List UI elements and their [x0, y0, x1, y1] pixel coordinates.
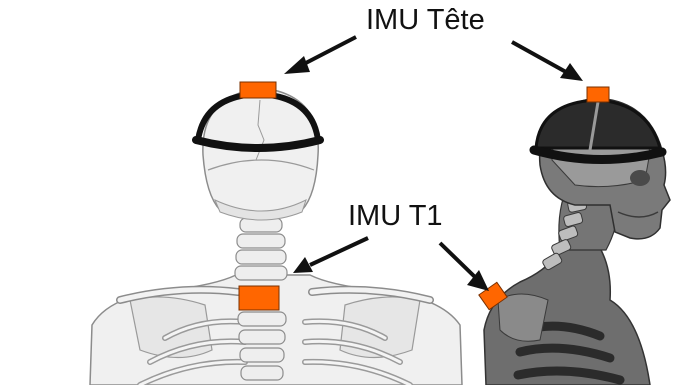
- arrow-to-head-lateral: [512, 42, 583, 81]
- lateral-profile-view: [484, 98, 670, 385]
- imu-head-sensor-posterior: [240, 82, 276, 98]
- arrow-to-t1-lateral: [440, 243, 489, 291]
- posterior-skeleton-view: [90, 88, 462, 385]
- arrow-to-t1-posterior: [293, 238, 368, 273]
- imu-head-sensor-lateral: [587, 87, 609, 102]
- pointer-arrows: [284, 37, 583, 291]
- imu-head-label: IMU Tête: [366, 6, 485, 35]
- imu-t1-label: IMU T1: [348, 202, 443, 231]
- imu-t1-sensor-posterior: [239, 286, 279, 310]
- arrow-to-head-posterior: [284, 37, 356, 74]
